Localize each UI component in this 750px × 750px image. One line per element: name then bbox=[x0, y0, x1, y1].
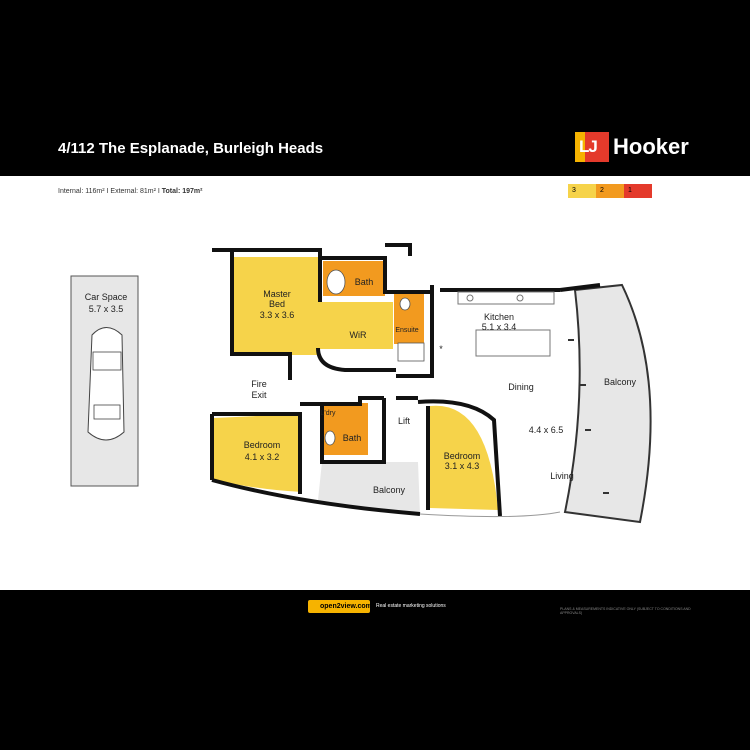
kitchen-fixtures bbox=[457, 291, 555, 357]
master-bed-label-1: Master bbox=[263, 289, 291, 299]
bedroom-left-size: 4.1 x 3.2 bbox=[245, 452, 280, 462]
wir-label: WiR bbox=[350, 330, 367, 340]
legend-bedrooms: 3 bbox=[568, 184, 596, 198]
open2view-tagline: Real estate marketing solutions bbox=[376, 603, 446, 609]
floor-plan: Car Space 5.7 x 3.5 bbox=[70, 243, 652, 524]
ldry-label: L'dry bbox=[321, 410, 336, 417]
asterisk-mark: * bbox=[439, 344, 443, 354]
master-bed-size: 3.3 x 3.6 bbox=[260, 310, 295, 320]
bedroom-right-size: 3.1 x 4.3 bbox=[445, 461, 480, 471]
room-count-legend: 3 2 1 bbox=[568, 184, 652, 198]
legend-bathrooms: 2 bbox=[596, 184, 624, 198]
sanitary-fixtures bbox=[324, 269, 425, 446]
bedroom-right-label: Bedroom bbox=[444, 451, 481, 461]
lj-hooker-logo: LJ Hooker bbox=[575, 132, 689, 162]
walls bbox=[210, 243, 601, 517]
car-space-label: Car Space bbox=[85, 292, 128, 302]
header-bar: 4/112 The Esplanade, Burleigh Heads LJ H… bbox=[0, 124, 750, 176]
balcony-right-label: Balcony bbox=[604, 377, 637, 387]
car-space: Car Space 5.7 x 3.5 bbox=[70, 275, 139, 487]
master-bed-room bbox=[232, 257, 320, 355]
living-size: 4.4 x 6.5 bbox=[529, 425, 564, 435]
wir-room bbox=[318, 302, 393, 349]
bedroom-left-room bbox=[214, 414, 302, 492]
car-icon bbox=[87, 327, 125, 441]
legend-parking: 1 bbox=[624, 184, 652, 198]
plan-disclaimer: PLANS & MEASUREMENTS INDICATIVE ONLY (SU… bbox=[560, 607, 691, 615]
car-space-size: 5.7 x 3.5 bbox=[89, 304, 124, 314]
floorplan-sheet: Internal: 116m² I External: 81m² I Total… bbox=[0, 176, 750, 590]
ensuite-label: Ensuite bbox=[395, 327, 418, 334]
window-marks bbox=[568, 339, 609, 494]
area-text: Internal: 116m² I External: 81m² I bbox=[58, 188, 162, 195]
footer-bar: open2view.com Real estate marketing solu… bbox=[0, 590, 750, 625]
master-bed-label-2: Bed bbox=[269, 299, 285, 309]
living-label: Living bbox=[550, 471, 574, 481]
fire-exit-label-2: Exit bbox=[251, 390, 267, 400]
bath-mid-room bbox=[320, 403, 368, 455]
kitchen-label: Kitchen bbox=[484, 312, 514, 322]
area-summary: Internal: 116m² I External: 81m² I Total… bbox=[58, 188, 202, 195]
bedroom-left-label: Bedroom bbox=[244, 440, 281, 450]
logo-text: Hooker bbox=[613, 134, 689, 159]
fire-exit-label-1: Fire bbox=[251, 379, 267, 389]
logo-mark: LJ bbox=[575, 132, 609, 162]
bath-top-label: Bath bbox=[355, 277, 374, 287]
bath-mid-label: Bath bbox=[343, 433, 362, 443]
lift-label: Lift bbox=[398, 416, 411, 426]
dining-label: Dining bbox=[508, 382, 534, 392]
property-title: 4/112 The Esplanade, Burleigh Heads bbox=[58, 140, 324, 157]
balcony-bottom-area bbox=[318, 462, 420, 514]
open2view-logo: open2view.com bbox=[308, 600, 372, 613]
balcony-right-area bbox=[563, 283, 652, 524]
bedroom-right-room bbox=[430, 405, 498, 510]
kitchen-size: 5.1 x 3.4 bbox=[482, 322, 517, 332]
balcony-bottom-label: Balcony bbox=[373, 485, 406, 495]
logo-mark-text: LJ bbox=[579, 137, 598, 156]
area-total: Total: 197m² bbox=[161, 188, 203, 195]
